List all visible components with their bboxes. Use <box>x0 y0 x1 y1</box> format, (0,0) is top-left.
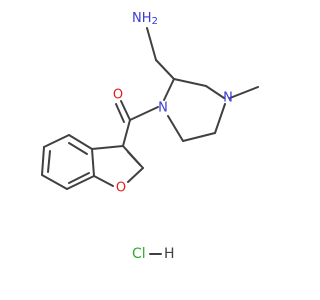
atom-amine-nh2: NH2 <box>132 11 158 28</box>
bond-c5-c6b-inner <box>47 150 51 173</box>
bond-o-c7a <box>93 175 114 187</box>
bond-c3-n4 <box>205 85 225 99</box>
amine-subscript: 2 <box>152 16 158 27</box>
hydrogen-atom: H <box>164 246 175 262</box>
bond-n4-c5 <box>214 103 226 134</box>
bond-c3a-c7a <box>91 148 95 177</box>
bond-n1-c2 <box>163 78 175 101</box>
bond-ch2-nh2 <box>146 27 157 61</box>
salt-group: Cl H <box>132 246 175 262</box>
bond-c3-c3a <box>91 145 124 150</box>
bond-n1-carbonyl <box>129 106 159 121</box>
structure-canvas: NH2 N N O O Cl H <box>41 10 259 262</box>
amine-n: N <box>132 11 142 26</box>
bond-carbonyl-o-b <box>115 103 125 123</box>
bond-c3-c2f-inner <box>127 151 141 166</box>
bond-layer <box>41 27 259 190</box>
atom-piperazine-n4: N <box>223 91 233 106</box>
bond-c4-c5 <box>43 134 70 148</box>
bond-c2-c3 <box>173 78 207 87</box>
bond-n4-methyl <box>229 86 259 99</box>
amine-h: H <box>142 11 152 26</box>
bond-c6-n1 <box>167 115 184 142</box>
bond-c7-c7a <box>66 175 95 190</box>
hcl-salt: Cl <box>132 246 146 262</box>
bond-c2f-o <box>127 167 144 183</box>
bond-c7-c7a-inner <box>68 172 90 184</box>
bond-c5-c6b <box>41 146 45 176</box>
atom-piperazine-n1: N <box>158 101 168 116</box>
atom-carbonyl-oxygen: O <box>113 88 123 103</box>
bond-carbonyl-c3 <box>122 119 131 147</box>
atom-furan-oxygen: O <box>116 181 126 196</box>
molecule-drawing: NH2 N N O O Cl H <box>41 11 259 262</box>
bond-c2-ch2 <box>155 59 175 80</box>
atom-layer: NH2 N N O O <box>113 11 233 196</box>
bond-c6b-c7 <box>41 174 68 190</box>
bond-c5-c6 <box>182 132 216 142</box>
bond-c3a-c4-inner <box>68 142 88 155</box>
chlorine-atom: Cl <box>132 246 146 262</box>
bond-c3a-c4 <box>68 134 93 150</box>
bond-carbonyl-o-a <box>120 100 131 121</box>
